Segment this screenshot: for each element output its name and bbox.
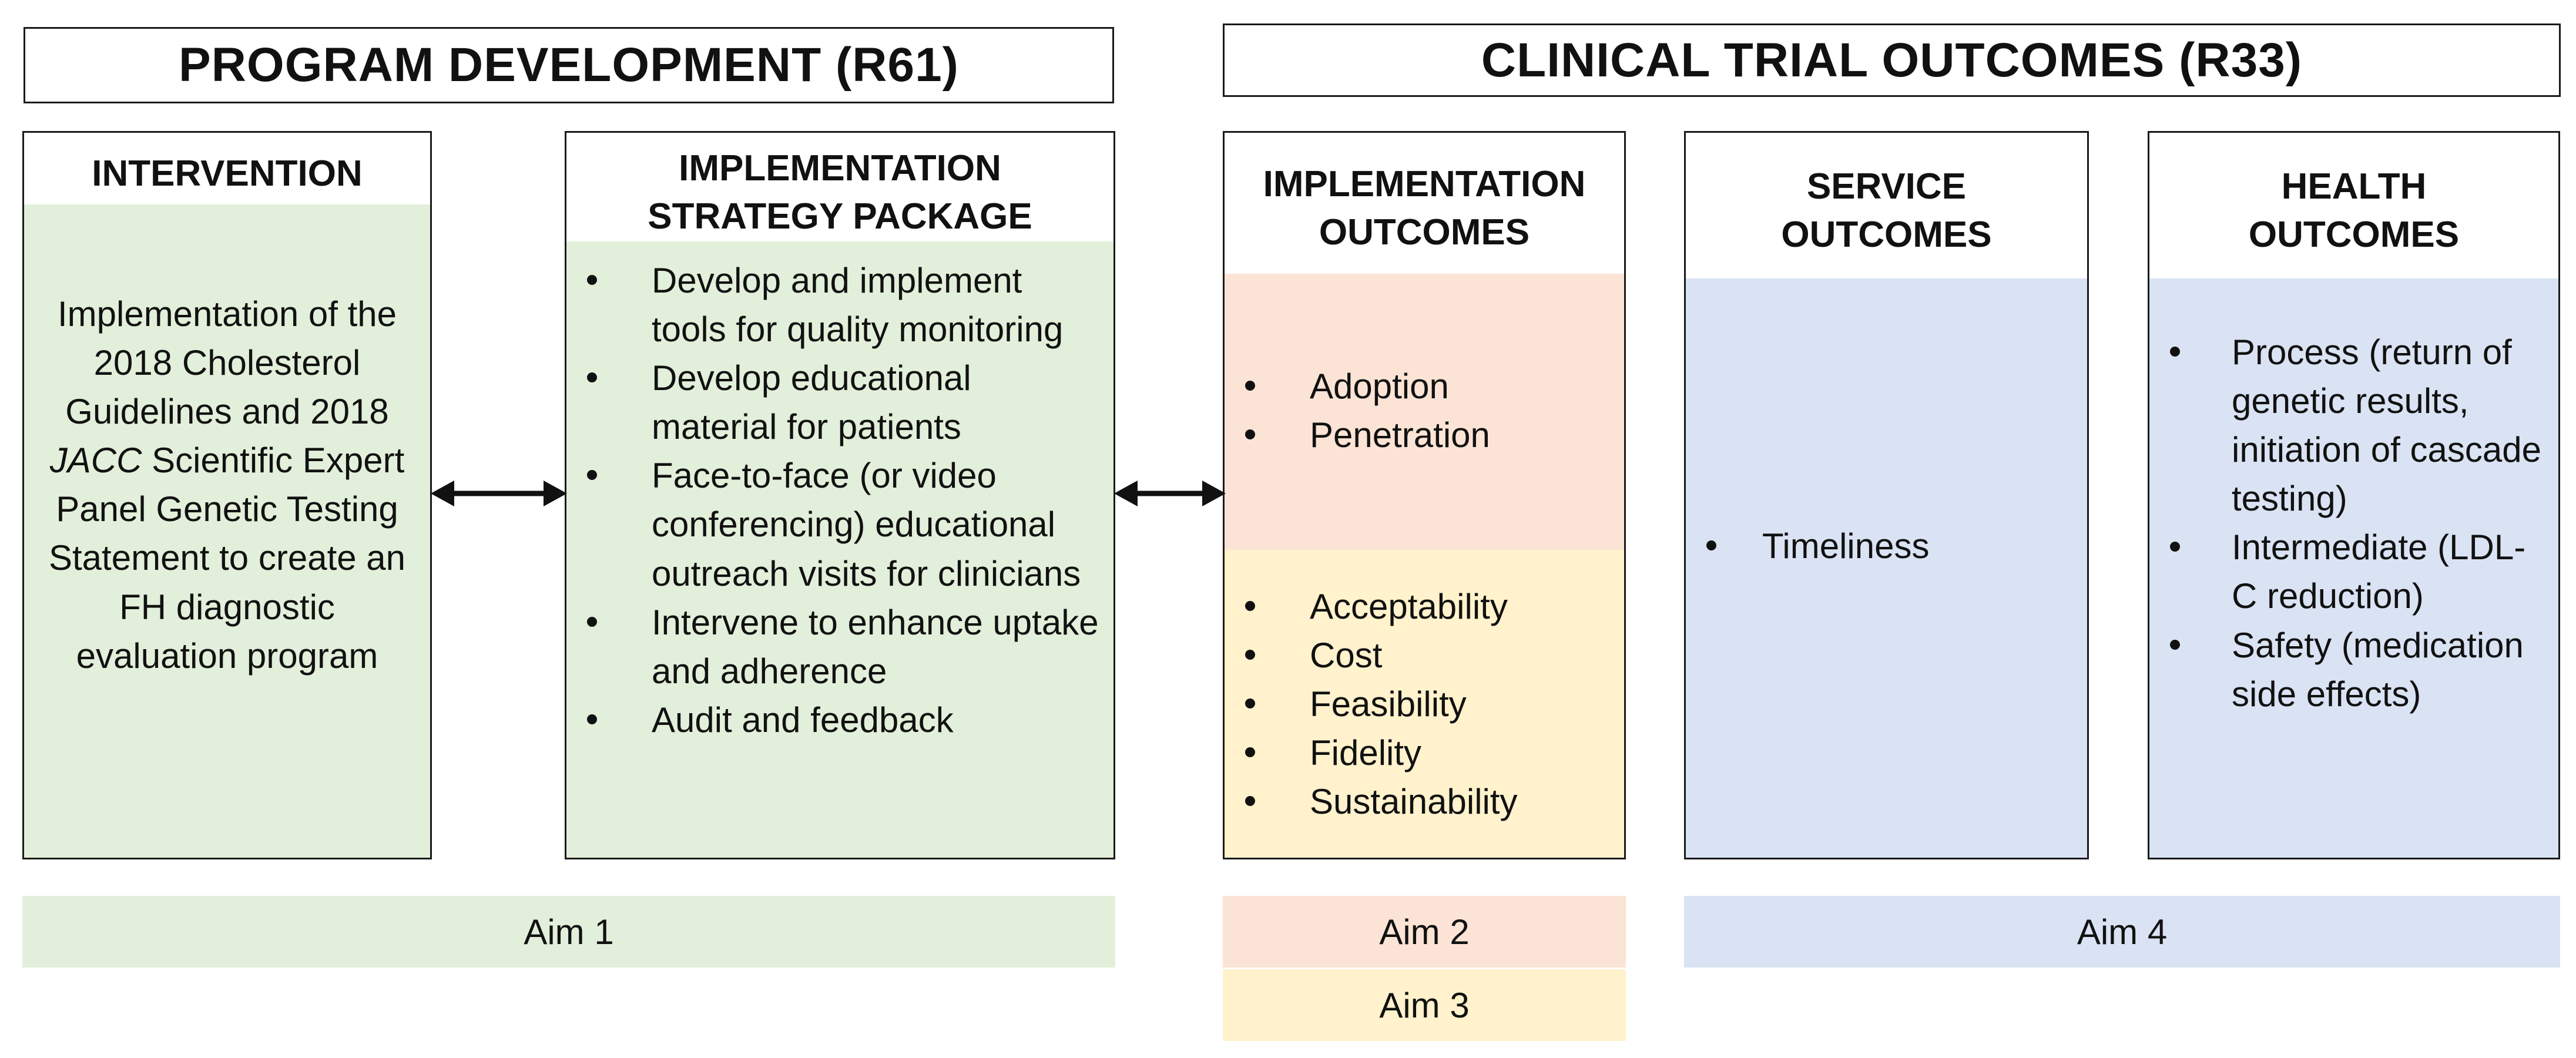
intervention-text-before: Implementation of the 2018 Cholesterol G… [57,294,397,432]
strategy-item: Audit and feedback [566,696,1113,744]
strategy-box: IMPLEMENTATION STRATEGY PACKAGE Develop … [565,131,1115,859]
aim-3-label: Aim 3 [1379,985,1470,1025]
implementation-outcomes-peach-fill [1225,274,1624,550]
health-outcome-item: Intermediate (LDL-C reduction) [2149,523,2558,620]
clinical-trial-outcomes-title: CLINICAL TRIAL OUTCOMES (R33) [1223,23,2561,97]
service-outcomes-list-container: Timeliness [1686,522,2087,570]
strategy-title: IMPLEMENTATION STRATEGY PACKAGE [648,147,1032,237]
intervention-text: Implementation of the 2018 Cholesterol G… [24,290,430,680]
double-arrow-icon [1114,481,1226,506]
program-development-title: PROGRAM DEVELOPMENT (R61) [24,27,1114,103]
aim-2-label: Aim 2 [1379,912,1470,952]
program-development-label: PROGRAM DEVELOPMENT (R61) [179,38,959,92]
implementation-outcomes-list-1: Adoption Penetration [1225,362,1624,459]
health-outcomes-header: HEALTH OUTCOMES [2149,133,2558,278]
health-outcome-item: Process (return of genetic results, init… [2149,328,2558,523]
service-outcomes-title: SERVICE OUTCOMES [1781,166,1992,255]
intervention-title: INTERVENTION [92,153,363,194]
strategy-list: Develop and implement tools for quality … [566,256,1113,744]
implementation-outcome-item: Fidelity [1225,728,1624,777]
aim-4-bar: Aim 4 [1684,896,2560,968]
implementation-outcomes-yellow-fill [1225,550,1624,858]
implementation-outcome-item: Acceptability [1225,582,1624,631]
strategy-item: Face-to-face (or video conferencing) edu… [566,451,1113,597]
intervention-fill [24,204,430,858]
aim-2-bar: Aim 2 [1223,896,1626,968]
double-arrow-icon [431,481,567,506]
implementation-outcomes-title: IMPLEMENTATION OUTCOMES [1263,164,1586,253]
implementation-outcomes-header: IMPLEMENTATION OUTCOMES [1225,133,1624,274]
intervention-header: INTERVENTION [24,133,430,204]
implementation-outcome-item: Adoption [1225,362,1624,411]
aim-1-label: Aim 1 [524,912,614,952]
clinical-trial-outcomes-label: CLINICAL TRIAL OUTCOMES (R33) [1481,33,2303,87]
aim-3-bar: Aim 3 [1223,969,1626,1041]
implementation-outcome-item: Penetration [1225,411,1624,459]
service-outcomes-fill [1686,278,2087,858]
service-outcomes-header: SERVICE OUTCOMES [1686,133,2087,278]
health-outcomes-fill [2149,278,2558,858]
intervention-text-after: Scientific Expert Panel Genetic Testing … [48,441,406,676]
implementation-outcomes-box: IMPLEMENTATION OUTCOMES Adoption Penetra… [1223,131,1626,859]
implementation-outcome-item: Feasibility [1225,680,1624,728]
implementation-outcomes-group1: Adoption Penetration [1225,362,1624,459]
intervention-box: INTERVENTION Implementation of the 2018 … [22,131,432,859]
health-outcomes-list: Process (return of genetic results, init… [2149,328,2558,718]
health-outcomes-title: HEALTH OUTCOMES [2248,166,2460,255]
implementation-outcome-item: Cost [1225,631,1624,680]
health-outcomes-box: HEALTH OUTCOMES Process (return of genet… [2148,131,2560,859]
aim-1-bar: Aim 1 [22,896,1115,968]
aim-4-label: Aim 4 [2077,912,2168,952]
strategy-item: Develop educational material for patient… [566,354,1113,451]
strategy-list-container: Develop and implement tools for quality … [566,256,1113,744]
service-outcomes-list: Timeliness [1686,522,2087,570]
health-outcome-item: Safety (medication side effects) [2149,621,2558,718]
health-outcomes-list-container: Process (return of genetic results, init… [2149,328,2558,718]
strategy-fill [566,241,1113,858]
strategy-item: Develop and implement tools for quality … [566,256,1113,354]
implementation-outcomes-list-2: Acceptability Cost Feasibility Fidelity … [1225,582,1624,826]
service-outcomes-box: SERVICE OUTCOMES Timeliness [1684,131,2089,859]
strategy-item: Intervene to enhance uptake and adherenc… [566,598,1113,696]
implementation-outcomes-group2: Acceptability Cost Feasibility Fidelity … [1225,582,1624,826]
intervention-text-italic: JACC [49,441,142,481]
implementation-outcome-item: Sustainability [1225,777,1624,826]
service-outcome-item: Timeliness [1686,522,2087,570]
strategy-header: IMPLEMENTATION STRATEGY PACKAGE [566,133,1113,241]
